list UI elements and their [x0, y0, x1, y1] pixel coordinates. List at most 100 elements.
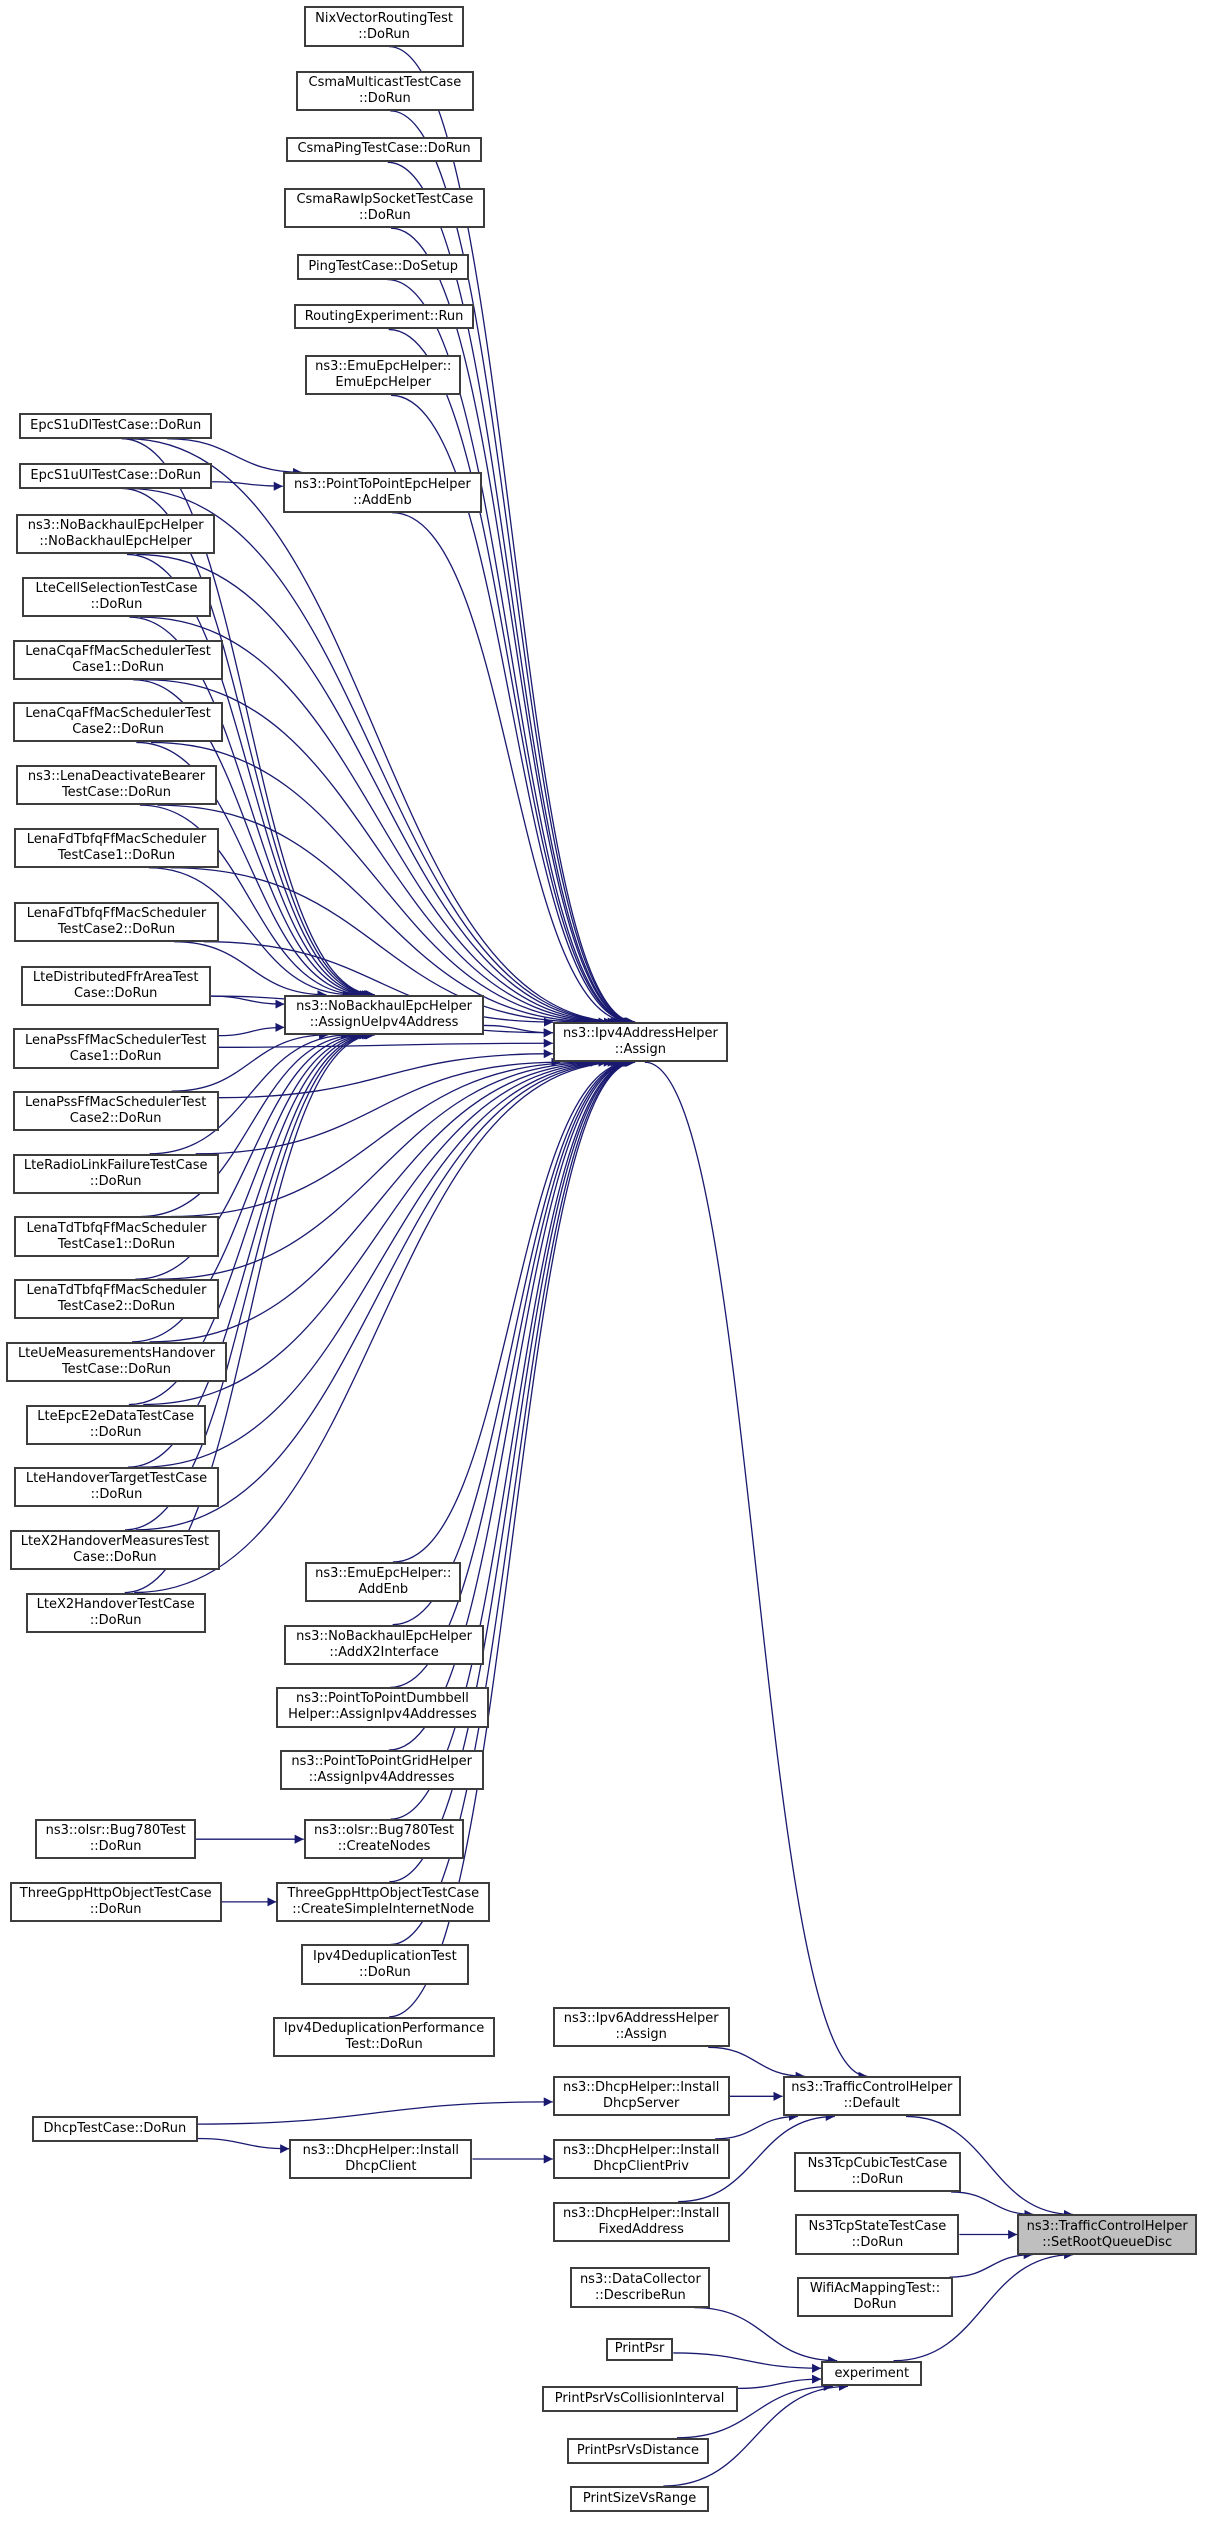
graph-node-dhcptest[interactable]: DhcpTestCase::DoRun: [32, 2116, 198, 2143]
edge-cqa1-to-assignue: [133, 679, 370, 1000]
graph-node-csmaraw[interactable]: CsmaRawIpSocketTestCase ::DoRun: [284, 188, 486, 229]
graph-node-uemeas[interactable]: LteUeMeasurementsHandover TestCase::DoRu…: [6, 1341, 227, 1383]
edge-td2-to-assignue: [135, 1030, 366, 1280]
graph-node-hotarget[interactable]: LteHandoverTargetTestCase ::DoRun: [14, 1467, 219, 1508]
edge-pss2-to-v4assign: [218, 1049, 553, 1099]
graph-node-pss1[interactable]: LenaPssFfMacSchedulerTest Case1::DoRun: [12, 1028, 219, 1069]
graph-node-cqa1[interactable]: LenaCqaFfMacSchedulerTest Case1::DoRun: [12, 639, 224, 680]
graph-node-dhcpserver[interactable]: ns3::DhcpHelper::Install DhcpServer: [552, 2076, 730, 2117]
graph-node-nix[interactable]: NixVectorRoutingTest ::DoRun: [303, 6, 465, 47]
graph-node-dhcpclientpriv[interactable]: ns3::DhcpHelper::Install DhcpClientPriv: [552, 2138, 730, 2180]
edge-pss1-to-assignue: [218, 1022, 285, 1037]
graph-node-td2[interactable]: LenaTdTbfqFfMacScheduler TestCase2::DoRu…: [14, 1279, 219, 1320]
edge-dedup-to-v4assign: [390, 1057, 635, 1946]
graph-node-sizerange[interactable]: PrintSizeVsRange: [570, 2486, 709, 2512]
edge-fd2-to-assignue: [174, 941, 327, 1000]
edge-p2paddenb-to-v4assign: [391, 511, 631, 1027]
edge-describe-to-experiment: [694, 2307, 838, 2366]
graph-node-emuctor[interactable]: ns3::EmuEpcHelper:: EmuEpcHelper: [305, 355, 462, 396]
edge-experiment-to-setroot: [893, 2250, 1074, 2362]
graph-node-experiment[interactable]: experiment: [821, 2360, 923, 2387]
graph-node-printpsr[interactable]: PrintPsr: [605, 2338, 674, 2361]
edge-s1uul-to-v4assign: [127, 487, 622, 1027]
graph-node-fixedaddr[interactable]: ns3::DhcpHelper::Install FixedAddress: [552, 2201, 730, 2242]
graph-node-v4assign[interactable]: ns3::Ipv4AddressHelper ::Assign: [552, 1022, 728, 1063]
edge-cubic-to-setroot: [951, 2191, 1034, 2219]
graph-node-httpnode[interactable]: ThreeGppHttpObjectTestCase ::CreateSimpl…: [276, 1881, 491, 1922]
edge-pss2-to-assignue: [171, 1030, 329, 1092]
graph-node-bugnodes[interactable]: ns3::olsr::Bug780Test ::CreateNodes: [303, 1819, 465, 1860]
graph-node-setroot[interactable]: ns3::TrafficControlHelper ::SetRootQueue…: [1017, 2214, 1198, 2255]
edge-deact-to-assignue: [139, 804, 361, 1000]
graph-node-x2meas[interactable]: LteX2HandoverMeasuresTest Case::DoRun: [9, 1529, 221, 1571]
graph-node-deact[interactable]: ns3::LenaDeactivateBearer TestCase::DoRu…: [16, 764, 217, 806]
edge-x2ho-to-v4assign: [134, 1057, 622, 1594]
graph-node-dedup[interactable]: Ipv4DeduplicationTest ::DoRun: [300, 1944, 470, 1985]
edge-e2e-to-assignue: [128, 1030, 371, 1406]
graph-node-dumbbell[interactable]: ns3::PointToPointDumbbell Helper::Assign…: [276, 1687, 489, 1728]
graph-node-cellsel[interactable]: LteCellSelectionTestCase ::DoRun: [22, 576, 211, 618]
graph-node-emuaddenb[interactable]: ns3::EmuEpcHelper:: AddEnb: [305, 1562, 462, 1603]
edge-s1uul-to-p2paddenb: [212, 481, 283, 491]
edge-nobhctor-to-v4assign: [136, 553, 620, 1027]
graph-node-td1[interactable]: LenaTdTbfqFfMacScheduler TestCase1::DoRu…: [14, 1216, 219, 1257]
graph-node-cqa2[interactable]: LenaCqaFfMacSchedulerTest Case2::DoRun: [12, 702, 224, 743]
graph-node-assignue[interactable]: ns3::NoBackhaulEpcHelper ::AssignUeIpv4A…: [284, 994, 484, 1035]
edge-ffr-to-assignue: [210, 995, 285, 1009]
graph-node-dhcpclient[interactable]: ns3::DhcpHelper::Install DhcpClient: [289, 2138, 473, 2180]
graph-node-httprun[interactable]: ThreeGppHttpObjectTestCase ::DoRun: [9, 1881, 222, 1922]
edge-csmaraw-to-v4assign: [391, 227, 635, 1027]
edge-cqa2-to-v4assign: [150, 741, 608, 1027]
graph-node-psrcoll[interactable]: PrintPsrVsCollisionInterval: [541, 2386, 738, 2413]
graph-node-csmamc[interactable]: CsmaMulticastTestCase ::DoRun: [295, 70, 475, 111]
graph-node-dedupperf[interactable]: Ipv4DeduplicationPerformance Test::DoRun: [273, 2016, 495, 2057]
graph-node-pingsetup[interactable]: PingTestCase::DoSetup: [297, 253, 470, 280]
graph-node-csmaping[interactable]: CsmaPingTestCase::DoRun: [286, 136, 483, 163]
graph-node-psrdist[interactable]: PrintPsrVsDistance: [567, 2437, 709, 2464]
graph-node-tchdefault[interactable]: ns3::TrafficControlHelper ::Default: [782, 2076, 961, 2117]
edge-s1udl-to-p2paddenb: [167, 438, 303, 478]
graph-node-fd2[interactable]: LenaFdTbfqFfMacScheduler TestCase2::DoRu…: [14, 901, 219, 942]
edge-dhcptest-to-dhcpclient: [197, 2137, 290, 2154]
graph-node-ffr[interactable]: LteDistributedFfrAreaTest Case::DoRun: [20, 965, 211, 1006]
graph-node-p2paddenb[interactable]: ns3::PointToPointEpcHelper ::AddEnb: [282, 472, 483, 513]
edge-csmamc-to-v4assign: [390, 110, 635, 1027]
edge-cellsel-to-v4assign: [140, 616, 617, 1027]
graph-node-pss2[interactable]: LenaPssFfMacSchedulerTest Case2::DoRun: [12, 1091, 219, 1132]
graph-node-v6assign[interactable]: ns3::Ipv6AddressHelper ::Assign: [552, 2007, 730, 2048]
edge-cqa1-to-v4assign: [145, 679, 613, 1027]
edge-rlf-to-assignue: [149, 1030, 351, 1155]
graph-node-e2e[interactable]: LteEpcE2eDataTestCase ::DoRun: [25, 1404, 206, 1445]
edge-sizerange-to-experiment: [663, 2381, 848, 2487]
graph-node-addx2[interactable]: ns3::NoBackhaulEpcHelper ::AddX2Interfac…: [284, 1624, 484, 1665]
edge-fd1-to-assignue: [148, 867, 352, 1000]
edge-v6assign-to-tchdefault: [708, 2046, 805, 2081]
edge-td1-to-v4assign: [170, 1057, 587, 1218]
graph-node-x2ho[interactable]: LteX2HandoverTestCase ::DoRun: [25, 1592, 206, 1633]
graph-node-rlf[interactable]: LteRadioLinkFailureTestCase ::DoRun: [12, 1153, 219, 1194]
edge-fd2-to-v4assign: [203, 941, 554, 1027]
edge-cellsel-to-assignue: [129, 616, 372, 1000]
graph-node-fd1[interactable]: LenaFdTbfqFfMacScheduler TestCase1::DoRu…: [14, 827, 219, 868]
graph-node-grid[interactable]: ns3::PointToPointGridHelper ::AssignIpv4…: [279, 1750, 484, 1791]
graph-node-describe[interactable]: ns3::DataCollector ::DescribeRun: [570, 2267, 711, 2308]
graph-node-cubic[interactable]: Ns3TcpCubicTestCase ::DoRun: [793, 2151, 961, 2192]
edge-csmaping-to-v4assign: [387, 161, 635, 1027]
edge-e2e-to-v4assign: [143, 1057, 613, 1406]
graph-node-wifiac[interactable]: WifiAcMappingTest:: DoRun: [797, 2277, 953, 2318]
edge-emuctor-to-v4assign: [391, 394, 633, 1027]
edge-rlf-to-v4assign: [195, 1057, 561, 1155]
edge-hotarget-to-v4assign: [140, 1057, 617, 1468]
graph-node-tcpstate[interactable]: Ns3TcpStateTestCase ::DoRun: [795, 2214, 960, 2255]
graph-node-s1udl[interactable]: EpcS1uDlTestCase::DoRun: [19, 412, 213, 439]
edge-dhcptest-to-dhcpserver: [197, 2097, 553, 2125]
edge-emuaddenb-to-v4assign: [392, 1057, 631, 1563]
graph-node-nobhctor[interactable]: ns3::NoBackhaulEpcHelper ::NoBackhaulEpc…: [16, 514, 216, 555]
graph-node-routing[interactable]: RoutingExperiment::Run: [294, 303, 475, 330]
graph-node-bugrun[interactable]: ns3::olsr::Bug780Test ::DoRun: [35, 1819, 197, 1860]
edge-pss1-to-v4assign: [218, 1038, 553, 1048]
graph-node-s1uul[interactable]: EpcS1uUlTestCase::DoRun: [19, 462, 213, 489]
edge-dhcpclientpriv-to-tchdefault: [715, 2111, 798, 2140]
edge-wifiac-to-setroot: [949, 2250, 1033, 2278]
edge-td2-to-v4assign: [157, 1057, 600, 1280]
